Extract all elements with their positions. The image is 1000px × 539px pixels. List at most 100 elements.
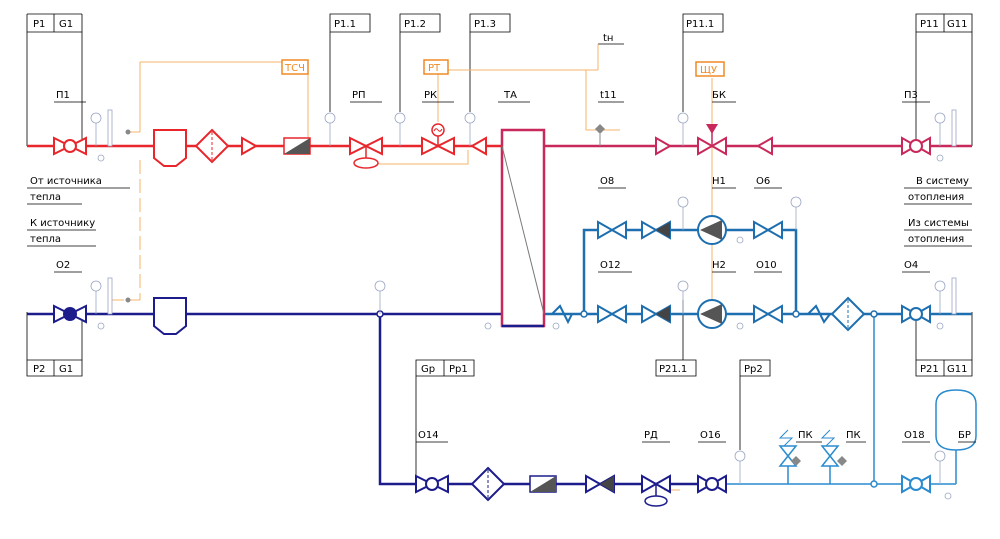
label-p3: П3 (904, 90, 918, 101)
svg-text:В систему: В систему (916, 176, 969, 187)
filter (194, 128, 230, 164)
svg-text:тепла: тепла (30, 234, 61, 245)
valve-o4: О4 (901, 260, 931, 324)
tag-p2: P2 (33, 364, 45, 375)
check-valve (755, 136, 773, 156)
valve-o14: О14 (415, 430, 449, 494)
tag-p2-g1: P2 G1 (26, 312, 83, 377)
svg-text:тепла: тепла (30, 192, 61, 203)
svg-text:tн: tн (603, 33, 613, 44)
pump-n1: Н1 (697, 176, 727, 245)
check-valve (655, 136, 673, 156)
tag-pp2: Pp2 (739, 359, 771, 450)
controller-schu: ЩУ (695, 61, 725, 77)
svg-text:От источника: От источника (30, 176, 102, 187)
tag-g11: G11 (947, 19, 967, 30)
svg-text:отопления: отопления (908, 192, 964, 203)
label-o8: О8 (600, 176, 614, 187)
tag-p1: P1 (33, 19, 45, 30)
valve-o16: О16 (697, 430, 727, 494)
note-from-source: От источника тепла (27, 176, 130, 205)
check-valve (585, 474, 615, 494)
valve-rd: РД (641, 430, 671, 507)
tag-tn: tн (598, 33, 624, 45)
svg-text:Gp: Gp (421, 364, 435, 375)
flow-meter (283, 137, 311, 155)
valve-o8: О8 (597, 176, 627, 240)
valve-o2: О2 (53, 260, 87, 324)
svg-text:P21.1: P21.1 (659, 364, 687, 375)
valve-p3: П3 (901, 90, 931, 156)
valve-bk: БК (697, 90, 727, 156)
control-lines (110, 44, 713, 491)
filter (470, 466, 506, 502)
note-from-system: Из системы отопления (904, 218, 972, 247)
label-o2: О2 (56, 260, 70, 271)
label-o4: О4 (904, 260, 918, 271)
pump-n2: Н2 (697, 260, 727, 329)
expansion-tank-br: БР (935, 389, 977, 485)
svg-text:ТСЧ: ТСЧ (284, 63, 305, 74)
check-valve (641, 304, 671, 324)
label-pk-2: ПК (846, 430, 861, 441)
label-p1: П1 (56, 90, 70, 101)
flex-connector (551, 304, 573, 325)
svg-text:Из системы: Из системы (908, 218, 969, 229)
svg-text:P1.1: P1.1 (334, 19, 356, 30)
svg-text:К источнику: К источнику (30, 218, 95, 229)
tag-p1-g1: P1 G1 (26, 13, 83, 146)
tag-g11: G11 (947, 364, 967, 375)
junction (870, 480, 878, 488)
pipe-return-primary (27, 312, 712, 486)
label-rp: РП (352, 90, 366, 101)
controller-pt: РТ (423, 59, 449, 75)
safety-valve-pk-1: ПК (778, 429, 813, 467)
tag-p1-3: P1.3 (469, 13, 511, 112)
valve-o18: О18 (901, 430, 931, 494)
mud-trap (153, 297, 187, 335)
flow-meter (529, 475, 557, 493)
label-o18: О18 (904, 430, 925, 441)
label-pk-1: ПК (798, 430, 813, 441)
svg-text:РТ: РТ (428, 63, 441, 74)
svg-text:Pp1: Pp1 (449, 364, 468, 375)
tag-p11-1: P11.1 (682, 13, 724, 112)
flex-connector (807, 304, 831, 324)
valve-o12: О12 (597, 260, 627, 324)
leader-lines (54, 101, 976, 443)
check-valve (469, 136, 487, 156)
mud-trap (153, 129, 187, 167)
svg-text:P11.1: P11.1 (686, 19, 714, 30)
svg-text:Pp2: Pp2 (744, 364, 763, 375)
svg-text:отопления: отопления (908, 234, 964, 245)
tag-gp-pp1: Gp Pp1 (415, 359, 475, 475)
check-valve (641, 220, 671, 240)
label-n2: Н2 (712, 260, 726, 271)
valve-p1: П1 (53, 90, 87, 156)
label-br: БР (958, 430, 971, 441)
tag-p21: P21 (920, 364, 939, 375)
tag-p11-g11: P11 G11 (915, 13, 973, 146)
valve-o10: О10 (753, 260, 783, 324)
sensor-t11: t11 (595, 90, 617, 146)
valve-rp: РП (349, 90, 383, 169)
tag-p21-g11: P21 G11 (915, 312, 973, 377)
label-rk: РК (424, 90, 437, 101)
note-to-system: В систему отопления (904, 176, 972, 205)
valve-rk: РК (421, 90, 455, 156)
svg-text:ЩУ: ЩУ (700, 65, 717, 76)
label-o12: О12 (600, 260, 621, 271)
heat-exchanger-ta: ТА (500, 90, 546, 328)
tag-p11: P11 (920, 19, 939, 30)
valve-o6: О6 (753, 176, 783, 240)
safety-valve-pk-2: ПК (820, 429, 861, 467)
label-ta: ТА (503, 90, 517, 101)
label-o16: О16 (700, 430, 721, 441)
junction (580, 310, 878, 318)
svg-text:P1.2: P1.2 (404, 19, 426, 30)
tag-g1: G1 (59, 364, 73, 375)
filter (830, 296, 866, 332)
svg-text:P1.3: P1.3 (474, 19, 496, 30)
tag-g1: G1 (59, 19, 73, 30)
